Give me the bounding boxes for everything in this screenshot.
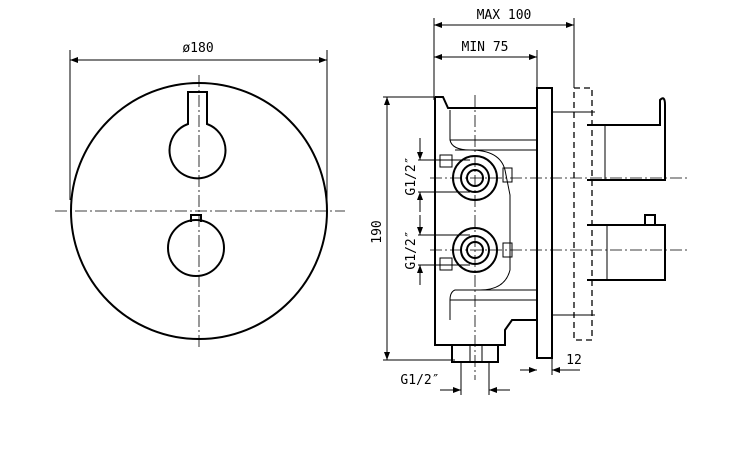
diverter-lever	[168, 91, 227, 180]
upper-inlet-label: G1/2″	[404, 156, 419, 195]
thermostat-handle	[587, 214, 666, 281]
lever-handle	[587, 97, 666, 181]
thermostat-knob	[167, 219, 225, 277]
thermostat-pointer	[190, 214, 202, 222]
cover-plate	[536, 87, 553, 359]
max-plate-outline	[573, 87, 593, 341]
side-view: MAX 100 MIN 75 190 G1/2″	[370, 8, 690, 395]
min-depth-label: MIN 75	[462, 40, 509, 55]
max-depth-label: MAX 100	[477, 8, 532, 23]
front-view: ø180	[55, 41, 345, 350]
height-label: 190	[370, 220, 385, 243]
valve-body	[434, 96, 537, 346]
diameter-label: ø180	[182, 41, 213, 56]
plate-thickness-label: 12	[566, 353, 582, 368]
bottom-outlet-label: G1/2″	[400, 373, 439, 388]
lower-inlet-label: G1/2″	[404, 230, 419, 269]
